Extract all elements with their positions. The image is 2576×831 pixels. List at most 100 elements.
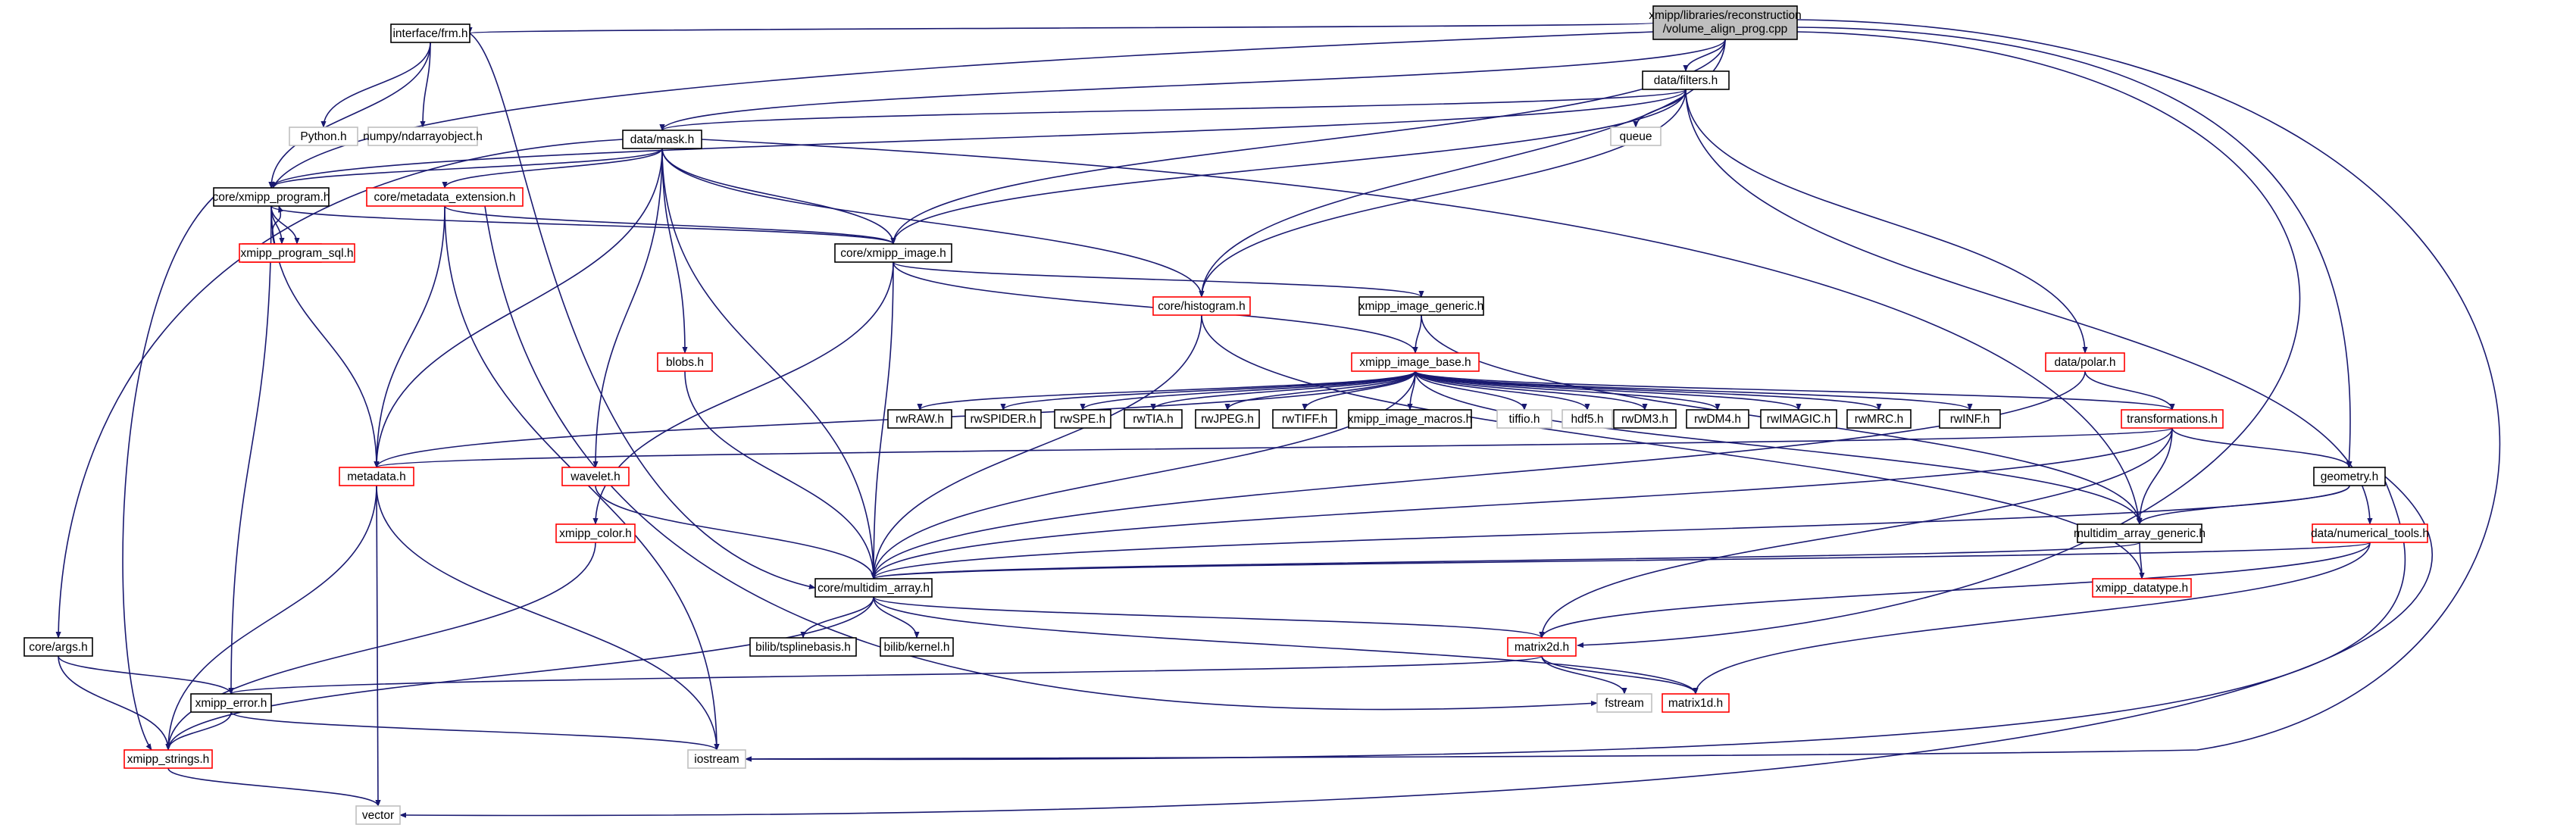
edge-xerror-to-xstrings <box>165 711 232 751</box>
edge-mda-to-matrix1d <box>873 596 1699 695</box>
edge-root-to-matrix2d <box>1577 31 2301 648</box>
node-box-xstrings <box>123 749 213 769</box>
node-rwinf[interactable]: rwINF.h <box>1939 409 2001 429</box>
node-polar[interactable]: data/polar.h <box>2045 352 2125 372</box>
node-mag[interactable]: multidim_array_generic.h <box>2074 523 2206 543</box>
node-hdf5: hdf5.h <box>1562 409 1613 429</box>
edge-mdext-to-fstream <box>484 205 1598 711</box>
edge-transf-to-mag <box>2137 427 2173 525</box>
edge-imgbase-to-rwmrc <box>1415 370 1882 411</box>
node-label-rwimagic: rwIMAGIC.h <box>1767 413 1830 426</box>
node-box-rwraw <box>887 409 952 429</box>
node-box-rwjpeg <box>1195 409 1260 429</box>
edge-filters-to-polar <box>1685 89 2088 354</box>
edge-mask-to-mdext <box>442 148 663 189</box>
node-label-root-line2: /volume_align_prog.cpp <box>1663 23 1788 36</box>
edge-filters-to-histogram <box>1199 89 1687 298</box>
node-label-macros: xmipp_image_macros.h <box>1348 413 1473 426</box>
node-rwimagic[interactable]: rwIMAGIC.h <box>1760 409 1837 429</box>
edge-imgbase-to-rwtia <box>1150 370 1416 411</box>
node-label-tspline: bilib/tsplinebasis.h <box>755 641 851 654</box>
node-ximage[interactable]: core/xmipp_image.h <box>834 243 952 263</box>
node-python: Python.h <box>289 127 358 146</box>
node-imgbase[interactable]: xmipp_image_base.h <box>1351 352 1480 372</box>
node-rwdm4[interactable]: rwDM4.h <box>1686 409 1749 429</box>
edge-filters-to-numtools <box>1685 89 2373 525</box>
edge-imgbase-to-rwdm3 <box>1415 370 1648 411</box>
node-imggeneric[interactable]: xmipp_image_generic.h <box>1358 296 1484 316</box>
node-rwtiff[interactable]: rwTIFF.h <box>1272 409 1337 429</box>
node-matrix2d[interactable]: matrix2d.h <box>1507 637 1577 657</box>
node-label-rwtia: rwTIA.h <box>1133 413 1173 426</box>
node-box-mag <box>2077 523 2202 543</box>
node-xstrings[interactable]: xmipp_strings.h <box>123 749 213 769</box>
node-box-histogram <box>1152 296 1251 316</box>
node-rwraw[interactable]: rwRAW.h <box>887 409 952 429</box>
node-label-kernel: bilib/kernel.h <box>883 641 949 654</box>
node-wavelet[interactable]: wavelet.h <box>561 467 630 486</box>
node-progsql[interactable]: xmipp_program_sql.h <box>239 243 355 263</box>
node-label-python: Python.h <box>300 130 346 143</box>
node-box-numpy <box>367 127 478 146</box>
node-box-xprog <box>213 187 330 207</box>
node-xerror[interactable]: xmipp_error.h <box>190 693 272 713</box>
node-box-transf <box>2121 409 2224 429</box>
edge-transf-to-matrix2d <box>1539 427 2173 639</box>
node-frm[interactable]: interface/frm.h <box>390 23 470 43</box>
node-geometry[interactable]: geometry.h <box>2313 467 2386 486</box>
node-label-matrix1d: matrix1d.h <box>1668 697 1723 710</box>
node-transf[interactable]: transformations.h <box>2121 409 2224 429</box>
edge-args-to-xstrings <box>58 655 171 751</box>
node-filters[interactable]: data/filters.h <box>1642 70 1730 90</box>
node-root[interactable]: xmipp/libraries/reconstruction/volume_al… <box>1649 5 1802 40</box>
node-mask[interactable]: data/mask.h <box>622 130 702 149</box>
node-mdext[interactable]: core/metadata_extension.h <box>366 187 524 207</box>
edge-mask-to-mag <box>701 139 2142 525</box>
node-label-iostream: iostream <box>694 753 739 766</box>
node-rwtia[interactable]: rwTIA.h <box>1124 409 1183 429</box>
edge-imgbase-to-rwraw <box>917 370 1416 411</box>
node-rwjpeg[interactable]: rwJPEG.h <box>1195 409 1260 429</box>
node-box-rwmrc <box>1846 409 1912 429</box>
node-xcolor[interactable]: xmipp_color.h <box>555 523 636 543</box>
node-numtools[interactable]: data/numerical_tools.h <box>2311 523 2429 543</box>
node-rwspe[interactable]: rwSPE.h <box>1054 409 1111 429</box>
edge-xprog-to-xerror <box>228 205 272 695</box>
node-label-imgbase: xmipp_image_base.h <box>1359 356 1471 369</box>
edge-xcolor-to-xstrings <box>165 542 596 751</box>
node-datatype[interactable]: xmipp_datatype.h <box>2092 578 2192 598</box>
node-box-rwspider <box>964 409 1042 429</box>
node-box-numtools <box>2312 523 2428 543</box>
node-matrix1d[interactable]: matrix1d.h <box>1662 693 1730 713</box>
node-xprog[interactable]: core/xmipp_program.h <box>212 187 330 207</box>
node-box-filters <box>1642 70 1730 90</box>
node-macros[interactable]: xmipp_image_macros.h <box>1348 409 1473 429</box>
edge-imgbase-to-hdf5 <box>1415 370 1590 411</box>
node-box-wavelet <box>561 467 630 486</box>
node-metadata[interactable]: metadata.h <box>339 467 414 486</box>
edge-geometry-to-mda <box>871 485 2350 580</box>
node-label-filters: data/filters.h <box>1654 74 1718 87</box>
node-box-kernel <box>880 637 954 657</box>
node-rwdm3[interactable]: rwDM3.h <box>1613 409 1677 429</box>
edge-polar-to-transf <box>2084 370 2175 411</box>
node-blobs[interactable]: blobs.h <box>657 352 713 372</box>
edge-matrix2d-to-fstream <box>1541 655 1627 695</box>
edge-frm-to-xprog <box>268 42 431 189</box>
node-box-tspline <box>749 637 857 657</box>
edge-frm-to-mda <box>469 33 816 589</box>
node-rwspider[interactable]: rwSPIDER.h <box>964 409 1042 429</box>
edge-mask-to-metadata <box>374 148 663 468</box>
node-box-python <box>289 127 358 146</box>
node-kernel[interactable]: bilib/kernel.h <box>880 637 954 657</box>
node-args[interactable]: core/args.h <box>23 637 93 657</box>
node-histogram[interactable]: core/histogram.h <box>1152 296 1251 316</box>
node-box-vector <box>355 805 401 825</box>
edge-mda-to-xstrings <box>165 596 874 751</box>
node-label-frm: interface/frm.h <box>392 27 467 40</box>
node-mda[interactable]: core/multidim_array.h <box>814 578 933 598</box>
node-rwmrc[interactable]: rwMRC.h <box>1846 409 1912 429</box>
node-tspline[interactable]: bilib/tsplinebasis.h <box>749 637 857 657</box>
edge-ximage-to-xcolor <box>592 261 894 525</box>
